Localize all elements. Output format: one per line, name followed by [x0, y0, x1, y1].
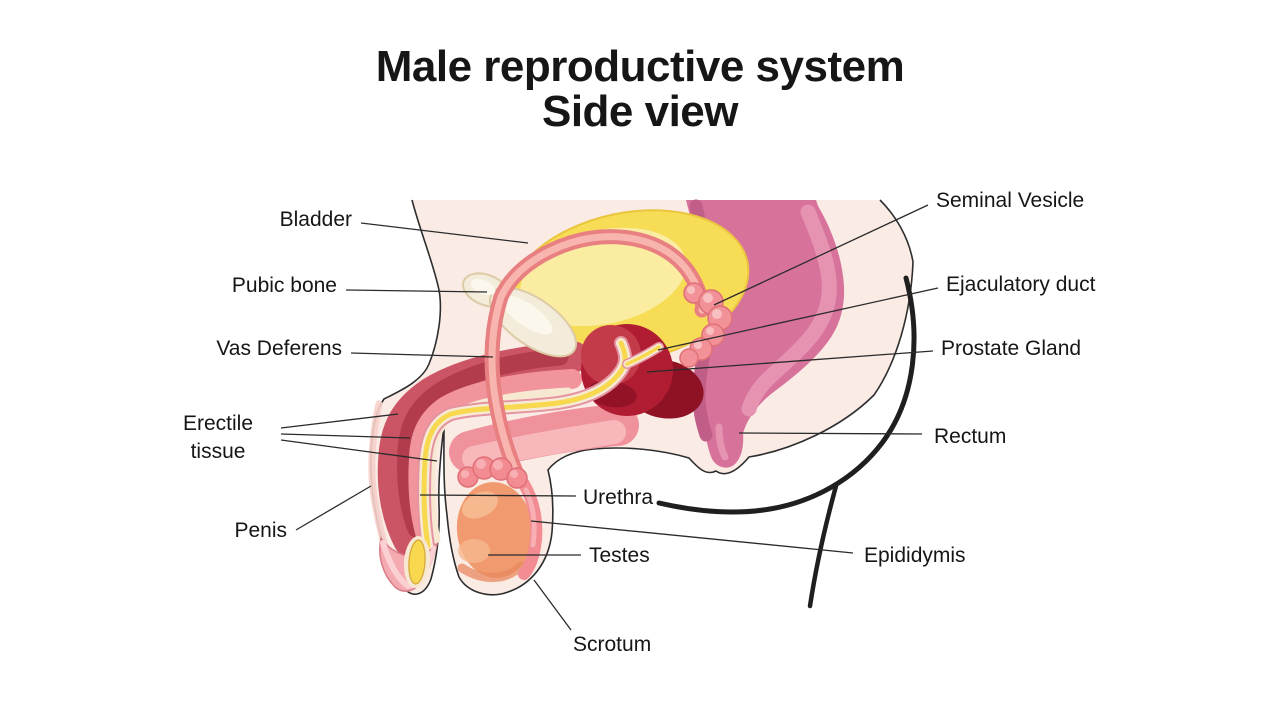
rectum-inner-light-band: [741, 204, 837, 417]
epididymis-bump-highlight: [510, 470, 518, 478]
vas-deferens-leader-line: [350, 352, 494, 358]
erectile-tissue-leader-line-2: [280, 433, 411, 439]
label-urethra: Urethra: [583, 486, 653, 509]
erectile-tissue-core: [397, 348, 569, 538]
pubic-bone-leader-line: [345, 289, 488, 293]
ejaculatory-duct-shape: [622, 342, 664, 369]
epididymis-shape: [457, 456, 543, 580]
pubic-bone-highlight: [501, 295, 553, 335]
label-vas-deferens: Vas Deferens: [216, 337, 342, 360]
penis-leader-line: [295, 485, 372, 531]
urethra-leader-line: [419, 494, 577, 497]
epididymis-leader-line: [530, 520, 854, 554]
anal-canal-highlight: [715, 423, 729, 461]
buttock-contour: [656, 275, 917, 515]
penile-bulb-highlight: [462, 420, 626, 470]
epididymis-bump-highlight: [493, 460, 503, 470]
vesicle-bump-highlight: [706, 327, 714, 335]
rectum-leader-line: [738, 432, 923, 435]
testis-shape: [456, 482, 534, 582]
erectile-tissue-leader-line-3: [280, 439, 438, 462]
urethral-bulb: [408, 539, 426, 585]
bladder-leader-line: [360, 222, 529, 244]
page-title-line2: Side view: [542, 87, 739, 136]
thigh-contour: [807, 483, 839, 609]
seminal-vesicle-leader-line: [713, 204, 929, 306]
label-seminal-vesicle: Seminal Vesicle: [936, 189, 1084, 212]
ejaculatory-duct-leader-line: [657, 287, 939, 351]
epididymis-tail-highlight: [523, 487, 537, 548]
vesicle-bump-highlight: [687, 286, 695, 294]
vesicle-bump-highlight: [703, 293, 713, 303]
glans-shape: [379, 536, 439, 592]
pubic-bone-small-highlight: [470, 278, 496, 296]
label-pubic-bone: Pubic bone: [232, 274, 337, 297]
leader-lines: [280, 204, 939, 631]
labels: Bladder Pubic bone Vas Deferens Erectile…: [183, 189, 1096, 656]
vesicle-bump: [679, 348, 699, 368]
label-erectile-tissue-line2: tissue: [191, 440, 246, 463]
label-penis: Penis: [234, 519, 287, 542]
glans-highlight-left: [380, 540, 411, 589]
seminal-vesicle-shape: [679, 282, 733, 368]
epididymis-bump-highlight: [461, 470, 469, 478]
label-testes: Testes: [589, 544, 650, 567]
ejaculatory-channel: [625, 345, 661, 366]
vesicle-bump-highlight: [694, 341, 702, 349]
testis-highlight-bottom: [458, 539, 490, 563]
erectile-tissue-leader-line-1: [280, 413, 399, 429]
label-scrotum: Scrotum: [573, 633, 651, 656]
scrotum-leader-line: [533, 579, 572, 631]
label-rectum: Rectum: [934, 425, 1006, 448]
label-bladder: Bladder: [280, 208, 352, 231]
vesicle-bump-highlight: [712, 309, 722, 319]
label-ejaculatory-duct: Ejaculatory duct: [946, 273, 1096, 296]
label-prostate-gland: Prostate Gland: [941, 337, 1081, 360]
testis-shade: [457, 561, 526, 582]
epididymis-bump-highlight: [476, 459, 486, 469]
page-title-line1: Male reproductive system: [376, 42, 904, 91]
testis-highlight-top: [462, 491, 498, 519]
epididymis-bump: [506, 467, 528, 489]
prostate-gland-leader-line: [646, 350, 934, 373]
label-erectile-tissue-line1: Erectile: [183, 412, 253, 435]
label-epididymis: Epididymis: [864, 544, 966, 567]
